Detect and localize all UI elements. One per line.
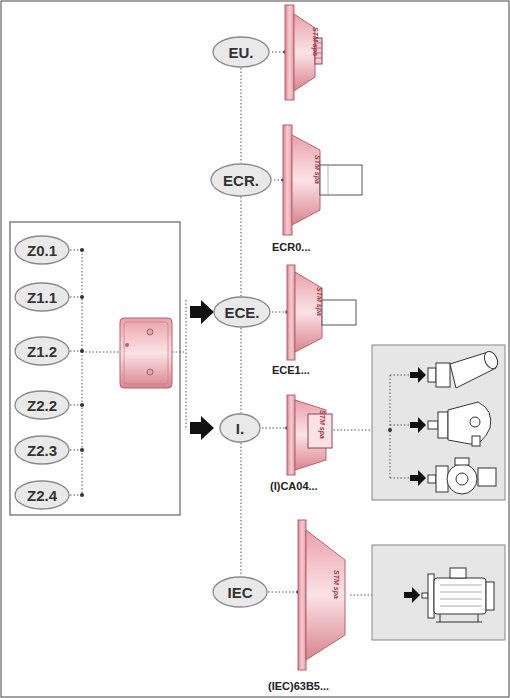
node-text: Z2.3 — [27, 442, 57, 459]
ellipse-node: EU. — [212, 36, 270, 68]
ellipse-node: Z0.1 — [14, 235, 70, 265]
node-text: Z0.1 — [27, 242, 57, 259]
node-text: EU. — [228, 44, 253, 61]
brand-mark: STM spa — [311, 27, 318, 56]
ellipse-node: ECE. — [213, 296, 271, 328]
ellipse-node: Z2.2 — [14, 390, 70, 420]
ellipse-node: Z2.3 — [14, 435, 70, 465]
node-text: Z1.1 — [27, 289, 57, 306]
dotted-connector — [241, 443, 242, 576]
brand-mark: STM spa — [318, 410, 325, 439]
ellipse-node: ECR. — [210, 163, 272, 197]
node-text: ECE. — [224, 304, 259, 321]
node-text: ECR. — [223, 172, 259, 189]
brand-mark: STM spa — [313, 155, 320, 184]
part-code: (IEC)63B5... — [268, 680, 329, 692]
brand-mark: STM spa — [315, 287, 322, 316]
node-text: Z1.2 — [27, 343, 57, 360]
dotted-connector — [241, 197, 242, 296]
ellipse-node: Z2.4 — [14, 480, 70, 510]
dotted-connector — [241, 68, 242, 163]
part-code: ECE1... — [272, 364, 310, 376]
brand-mark: STM spa — [332, 570, 339, 599]
part-code: (I)CA04... — [270, 480, 318, 492]
dotted-connector — [241, 328, 242, 413]
part-code: ECR0... — [272, 241, 311, 253]
ellipse-node: I. — [219, 413, 261, 443]
ellipse-node: Z1.1 — [14, 282, 70, 312]
node-text: I. — [236, 420, 244, 437]
node-text: Z2.4 — [27, 487, 57, 504]
ellipse-node: Z1.2 — [14, 336, 70, 366]
node-text: IEC — [227, 584, 252, 601]
ellipse-node: IEC — [212, 576, 268, 608]
node-text: Z2.2 — [27, 397, 57, 414]
